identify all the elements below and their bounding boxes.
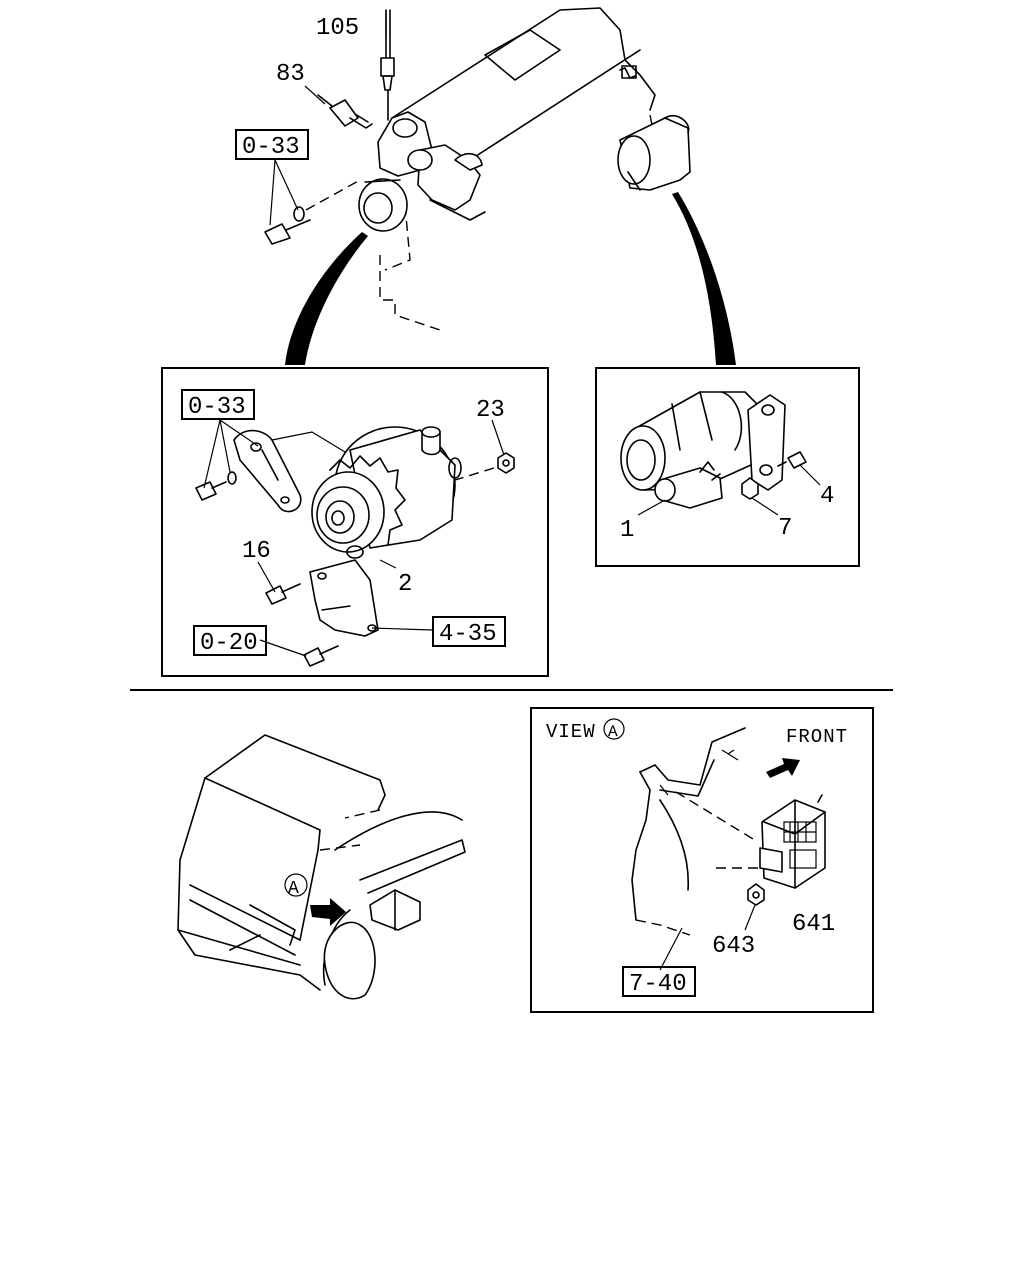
bolt-icon <box>264 219 311 245</box>
ref-box-alternator-0-33: 0-33 <box>181 389 255 421</box>
bolt-icon <box>303 645 339 667</box>
connector-arrow-alternator <box>285 232 368 365</box>
callout-641: 641 <box>792 911 835 938</box>
callout-1: 1 <box>620 517 634 544</box>
callout-7: 7 <box>778 515 792 542</box>
ref-box-alternator-0-33-label: 0-33 <box>188 394 246 421</box>
ref-box-alternator-0-20: 0-20 <box>193 625 267 657</box>
ref-box-alternator-4-35-label: 4-35 <box>439 621 497 648</box>
ref-box-view-7-40-label: 7-40 <box>629 971 687 998</box>
callout-83: 83 <box>276 61 305 88</box>
view-title: VIEW <box>546 721 596 743</box>
nut-icon <box>747 883 765 906</box>
callout-2: 2 <box>398 571 412 598</box>
alternator-panel: 0-33 4-35 0-20 23 16 2 <box>161 367 549 677</box>
ref-box-view-7-40: 7-40 <box>622 966 696 998</box>
ref-box-engine: 0-33 <box>235 129 309 161</box>
arrow-icon <box>310 898 346 926</box>
nut-icon <box>741 477 759 500</box>
callout-643: 643 <box>712 933 755 960</box>
ref-box-alternator-0-20-label: 0-20 <box>200 630 258 657</box>
view-panel: VIEW A FRONT 641 643 <box>530 707 874 1013</box>
callout-105: 105 <box>316 15 359 42</box>
callout-4: 4 <box>820 483 834 510</box>
ref-box-alternator-4-35: 4-35 <box>432 616 506 648</box>
view-marker-truck-label: A <box>288 879 299 899</box>
ref-box-engine-label: 0-33 <box>242 134 300 161</box>
arrow-icon <box>766 758 800 778</box>
bolt-icon <box>777 451 807 469</box>
front-label: FRONT <box>786 726 848 748</box>
view-marker <box>603 718 625 740</box>
view-marker-truck <box>284 873 308 897</box>
callout-23: 23 <box>476 397 505 424</box>
truck-view: A <box>177 734 466 1000</box>
washer-icon <box>293 206 305 222</box>
bolt-icon <box>265 583 301 605</box>
connector-arrow-starter <box>672 192 736 365</box>
view-marker-label: A <box>608 723 619 741</box>
callout-16: 16 <box>242 538 271 565</box>
washer-icon <box>227 471 237 485</box>
bolt-icon <box>195 481 227 501</box>
engine-assembly <box>264 7 691 331</box>
starter-panel: 4 1 7 <box>595 367 860 567</box>
nut-icon <box>497 452 515 474</box>
